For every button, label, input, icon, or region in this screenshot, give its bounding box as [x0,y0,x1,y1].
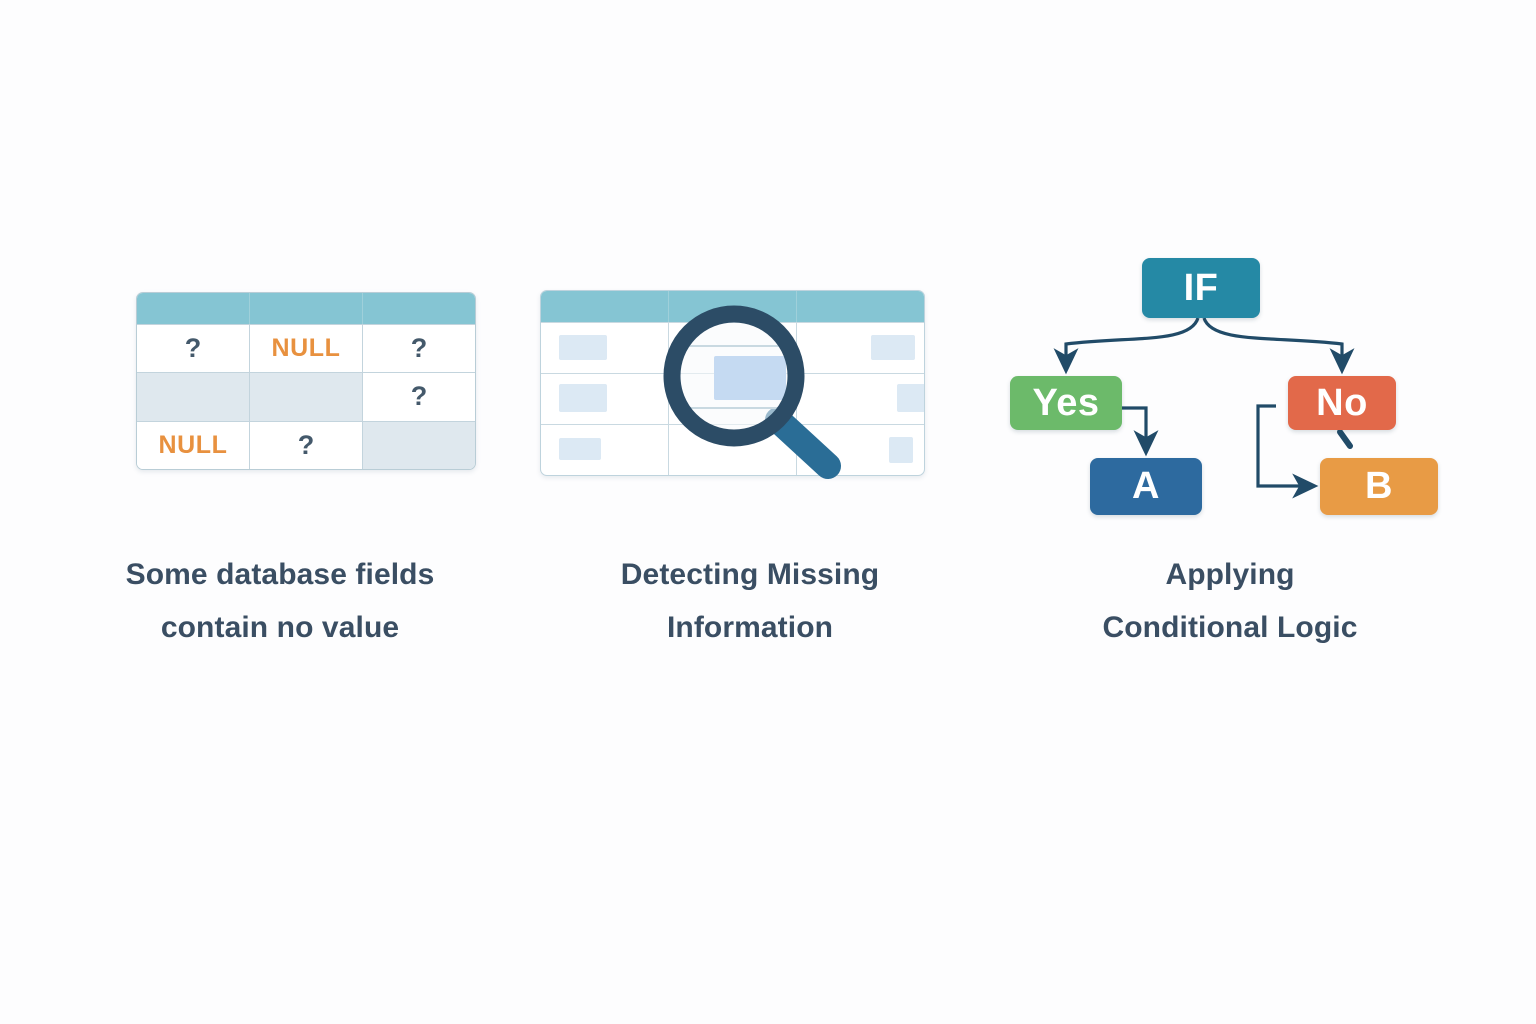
panel-row: ? NULL ? ? NULL ? [0,248,1536,668]
data-placeholder [897,384,924,412]
table-cell [797,425,924,475]
table-cell: ? [363,373,475,421]
null-table-header-cell-1 [137,293,250,324]
caption-line: contain no value [160,611,400,645]
null-table: ? NULL ? ? NULL ? [136,292,476,470]
null-table-illustration: ? NULL ? ? NULL ? [40,248,520,498]
data-placeholder [871,335,915,360]
table-cell [250,373,363,421]
table-row: NULL ? [137,420,475,469]
panel-caption: Some database fields contain no value [40,548,520,655]
edge-yes-a [1122,406,1159,457]
table-cell: ? [250,421,363,469]
table-row [541,424,924,475]
flow-node-if[interactable]: IF [1142,258,1260,318]
caption-line: Applying [1165,558,1295,591]
detect-header-cell-2 [669,291,797,322]
table-cell [797,374,924,424]
flow-node-a[interactable]: A [1090,458,1202,515]
panel-caption: Applying Conditional Logic [980,548,1480,655]
flow-node-b[interactable]: B [1320,458,1438,515]
edge-no-b [1256,404,1319,499]
table-row [541,322,924,373]
flow-node-no[interactable]: No [1288,376,1396,430]
panel-conditional-logic: IF Yes No A B Applying Conditional Logic [980,248,1480,668]
flowchart-illustration: IF Yes No A B [980,248,1480,515]
data-placeholder [559,335,607,360]
table-cell: NULL [137,421,250,469]
table-row: ? NULL ? [137,324,475,373]
table-cell [363,421,475,469]
panel-caption: Detecting Missing Information [530,548,970,655]
null-table-header-row [137,293,475,324]
table-row: ? [137,372,475,421]
edge-if-no [1202,317,1355,375]
edge-no-stub [1337,429,1353,449]
table-cell [541,374,669,424]
panel-detect-missing: Detecting Missing Information [530,248,970,668]
detect-table-header-row [541,291,924,322]
table-row [541,373,924,424]
table-cell [669,323,797,373]
data-placeholder [559,438,601,460]
detect-header-cell-1 [541,291,669,322]
data-placeholder [559,384,607,412]
edge-if-yes [1053,317,1200,375]
null-table-header-cell-3 [363,293,475,324]
table-cell [137,373,250,421]
flow-node-yes[interactable]: Yes [1010,376,1122,430]
caption-line: Some database fields [125,558,435,591]
table-cell: ? [363,325,475,373]
detect-table-wrapper [540,290,925,479]
caption-line: Conditional Logic [1102,611,1358,645]
table-cell [541,323,669,373]
flowchart: IF Yes No A B [980,248,1480,538]
table-cell [797,323,924,373]
table-cell [669,425,797,475]
caption-line: Information [666,611,834,645]
null-table-header-cell-2 [250,293,363,324]
caption-line: Detecting Missing [620,558,880,591]
detect-illustration [530,248,970,498]
panel-null-values: ? NULL ? ? NULL ? [40,248,520,668]
table-cell: ? [137,325,250,373]
data-placeholder [889,437,913,463]
table-cell [541,425,669,475]
table-cell: NULL [250,325,363,373]
table-cell [669,374,797,424]
detect-header-cell-3 [797,291,924,322]
flowchart-connectors [1053,317,1355,499]
detect-table [540,290,925,476]
